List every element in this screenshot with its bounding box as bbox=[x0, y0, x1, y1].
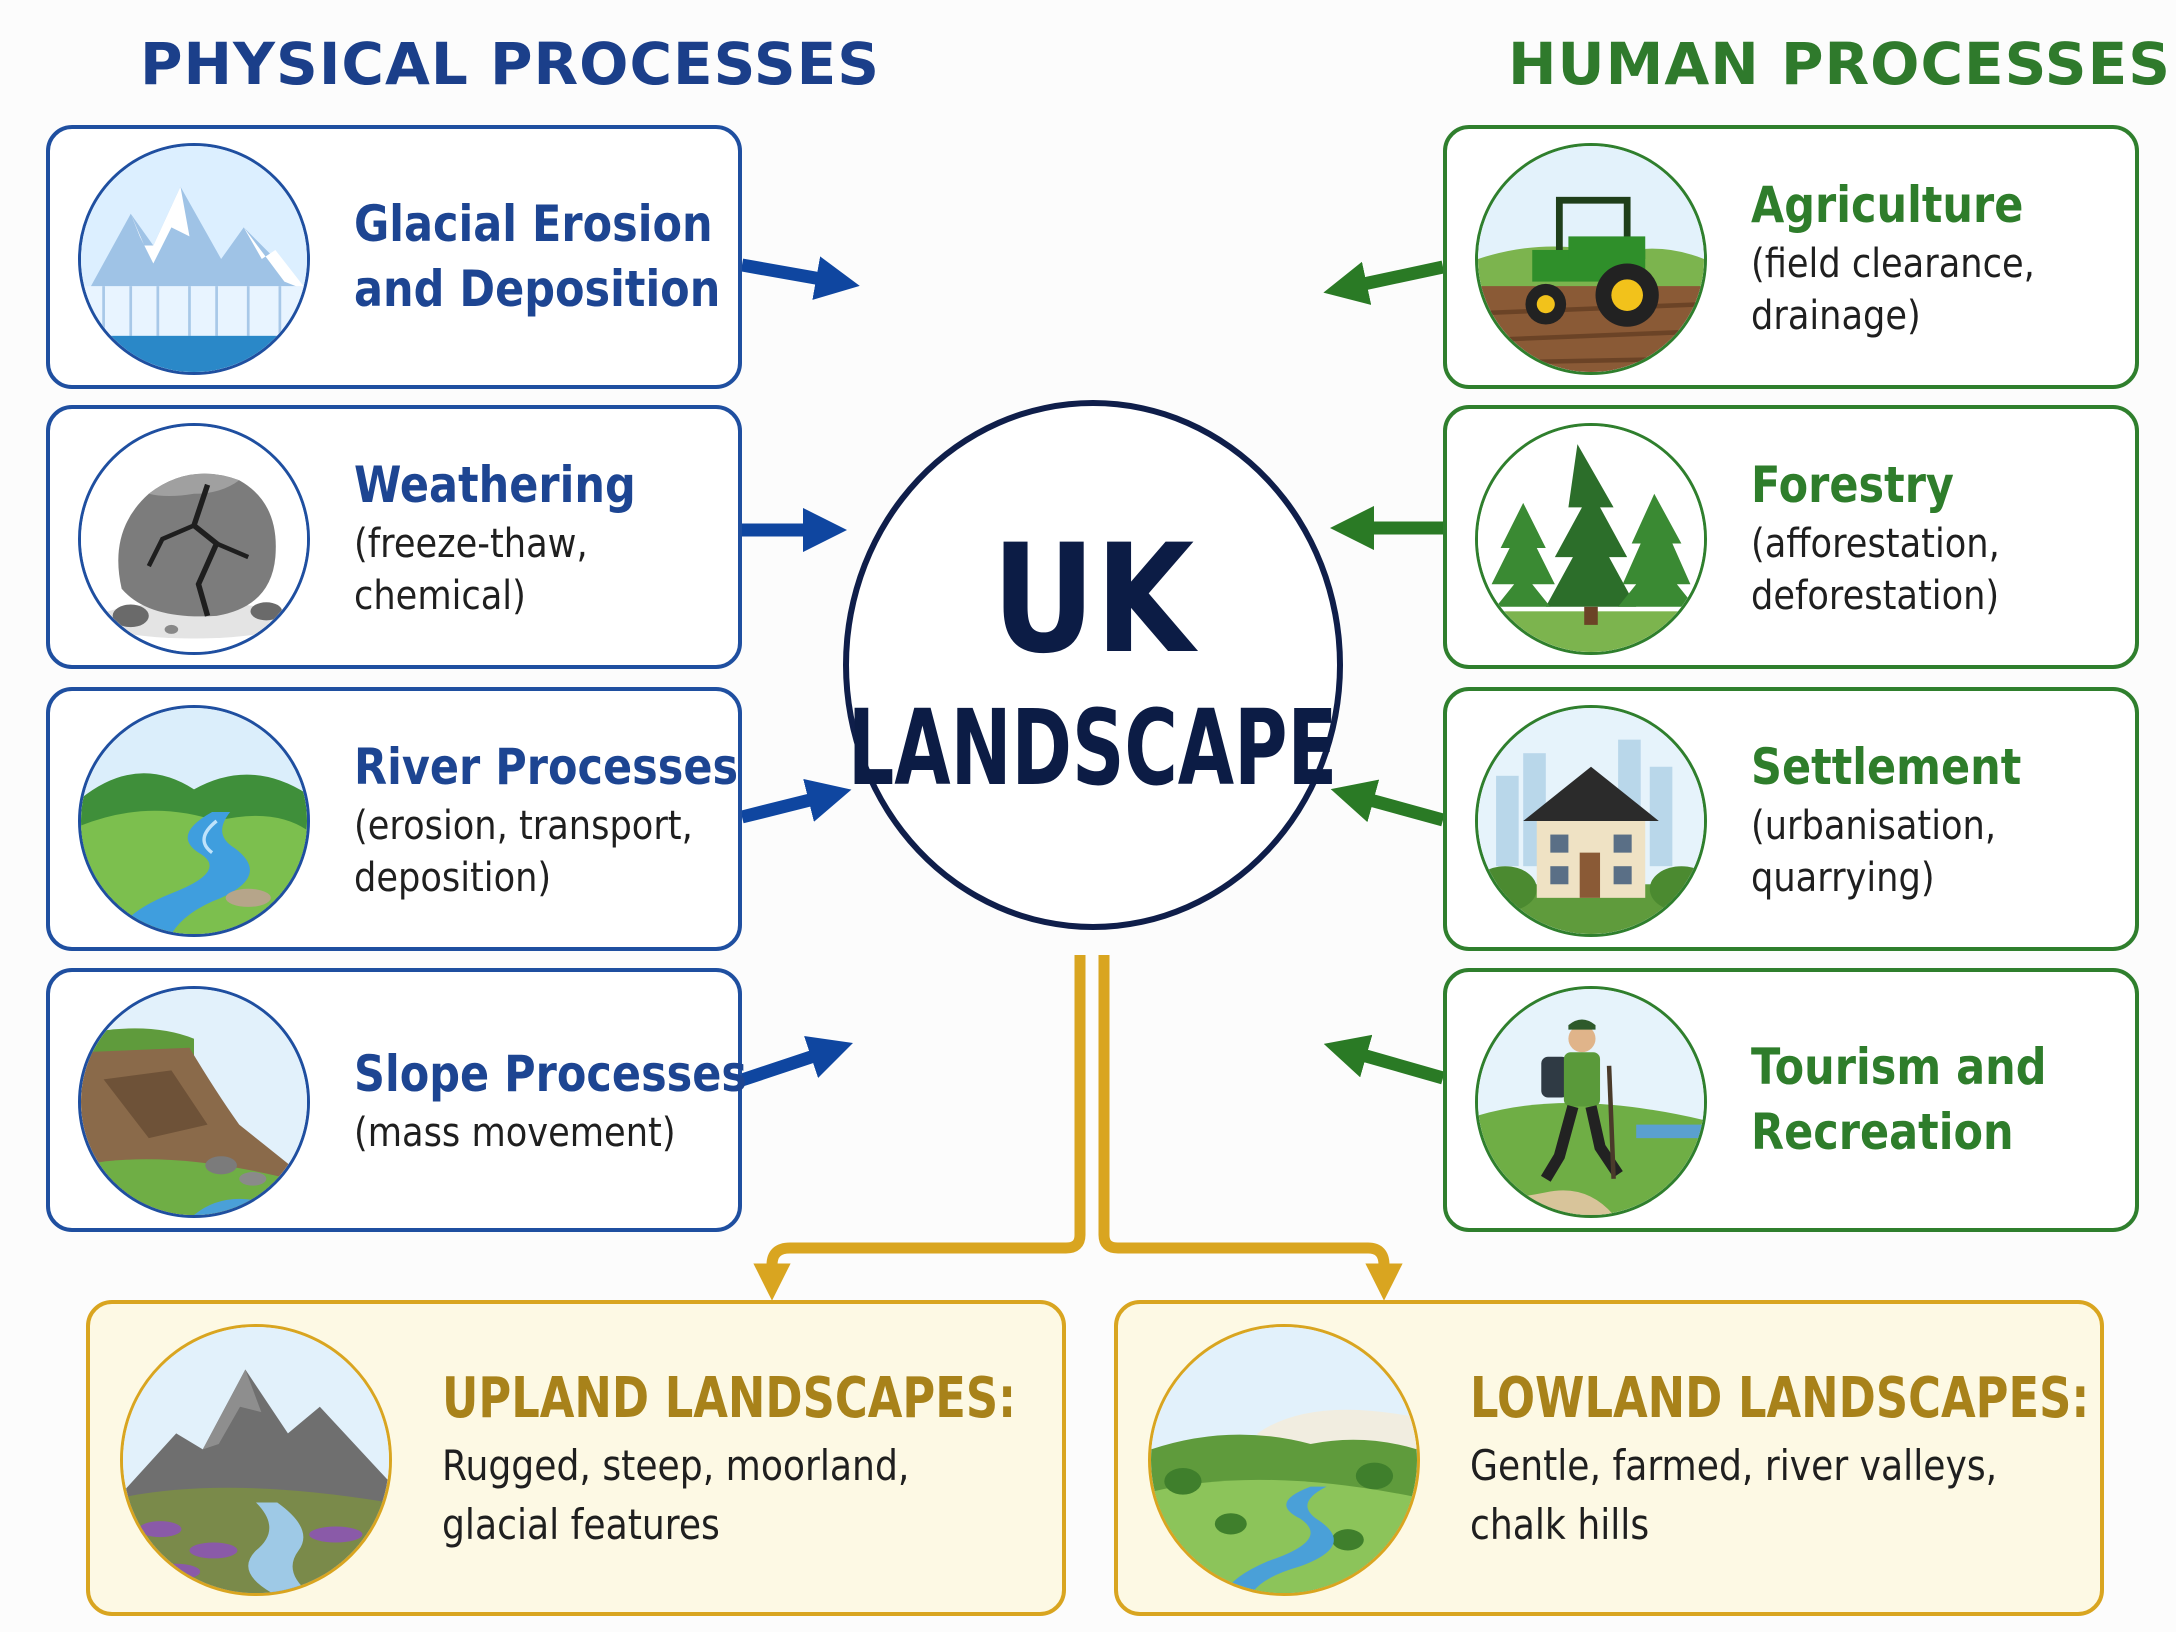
card-detail-line: (mass movement) bbox=[354, 1109, 676, 1156]
card-lowland-landscapes: LOWLAND LANDSCAPES: Gentle, farmed, rive… bbox=[1114, 1300, 2104, 1616]
glacier-icon bbox=[78, 143, 310, 375]
card-title-line: Slope Processes bbox=[354, 1044, 748, 1103]
landslide-icon bbox=[78, 986, 310, 1218]
arrow-to-upland bbox=[753, 955, 1086, 1301]
card-detail-line: chemical) bbox=[354, 572, 526, 619]
card-detail-line: glacial features bbox=[442, 1499, 720, 1549]
arrow-river bbox=[740, 778, 852, 824]
human-processes-heading: HUMAN PROCESSES bbox=[1508, 30, 2171, 98]
card-glacial-erosion: Glacial Erosion and Deposition bbox=[46, 125, 742, 389]
card-title-line: Weathering bbox=[354, 455, 636, 514]
card-detail-line: (freeze-thaw, bbox=[354, 520, 588, 567]
card-weathering: Weathering (freeze-thaw, chemical) bbox=[46, 405, 742, 669]
card-detail-line: drainage) bbox=[1751, 292, 1921, 339]
card-detail-line: (afforestation, bbox=[1751, 520, 2000, 567]
card-title-line: LOWLAND LANDSCAPES: bbox=[1470, 1366, 2090, 1432]
card-title-line: Forestry bbox=[1751, 455, 1954, 514]
hub-title-line2: LANDSCAPE bbox=[848, 686, 1338, 809]
card-title-line: UPLAND LANDSCAPES: bbox=[442, 1366, 1017, 1432]
card-title-line: and Deposition bbox=[354, 260, 721, 318]
card-upland-landscapes: UPLAND LANDSCAPES: Rugged, steep, moorla… bbox=[86, 1300, 1066, 1616]
card-forestry: Forestry (afforestation, deforestation) bbox=[1443, 405, 2139, 669]
card-detail-line: Gentle, farmed, river valleys, bbox=[1470, 1441, 1998, 1490]
card-detail-line: quarrying) bbox=[1751, 854, 1935, 901]
card-tourism: Tourism and Recreation bbox=[1443, 968, 2139, 1232]
pine-trees-icon bbox=[1475, 423, 1707, 655]
house-icon bbox=[1475, 705, 1707, 937]
card-river-processes: River Processes (erosion, transport, dep… bbox=[46, 687, 742, 951]
card-detail-line: deforestation) bbox=[1751, 572, 2000, 619]
card-detail-line: chalk hills bbox=[1470, 1499, 1650, 1549]
card-agriculture: Agriculture (field clearance, drainage) bbox=[1443, 125, 2139, 389]
cracked-rock-icon bbox=[78, 423, 310, 655]
valley-icon bbox=[1148, 1324, 1420, 1596]
uk-landscape-hub: UK LANDSCAPE bbox=[843, 400, 1343, 930]
arrow-tourism bbox=[1323, 1034, 1445, 1085]
mountain-icon bbox=[120, 1324, 392, 1596]
card-title-line: River Processes bbox=[354, 737, 739, 796]
card-detail-line: (field clearance, bbox=[1751, 240, 2035, 287]
arrow-settlement bbox=[1330, 779, 1445, 827]
hub-title-line1: UK bbox=[991, 512, 1195, 687]
card-detail-line: (urbanisation, bbox=[1751, 802, 1997, 849]
card-settlement: Settlement (urbanisation, quarrying) bbox=[1443, 687, 2139, 951]
arrow-agriculture bbox=[1323, 260, 1445, 305]
card-detail-line: (erosion, transport, bbox=[354, 802, 693, 849]
card-slope-processes: Slope Processes (mass movement) bbox=[46, 968, 748, 1232]
card-title-line: Tourism and bbox=[1751, 1038, 2047, 1096]
card-title-line: Settlement bbox=[1751, 737, 2022, 796]
arrow-to-lowland bbox=[1098, 955, 1403, 1301]
arrow-glacial bbox=[740, 256, 860, 300]
physical-processes-heading: PHYSICAL PROCESSES bbox=[140, 30, 880, 98]
card-detail-line: Rugged, steep, moorland, bbox=[442, 1441, 910, 1490]
card-title-line: Glacial Erosion bbox=[354, 195, 713, 253]
card-detail-line: deposition) bbox=[354, 854, 552, 901]
card-title-line: Agriculture bbox=[1751, 175, 2024, 234]
river-icon bbox=[78, 705, 310, 937]
card-title-line: Recreation bbox=[1751, 1103, 2014, 1161]
arrow-slope bbox=[739, 1036, 853, 1087]
tractor-icon bbox=[1475, 143, 1707, 375]
hiker-icon bbox=[1475, 986, 1707, 1218]
